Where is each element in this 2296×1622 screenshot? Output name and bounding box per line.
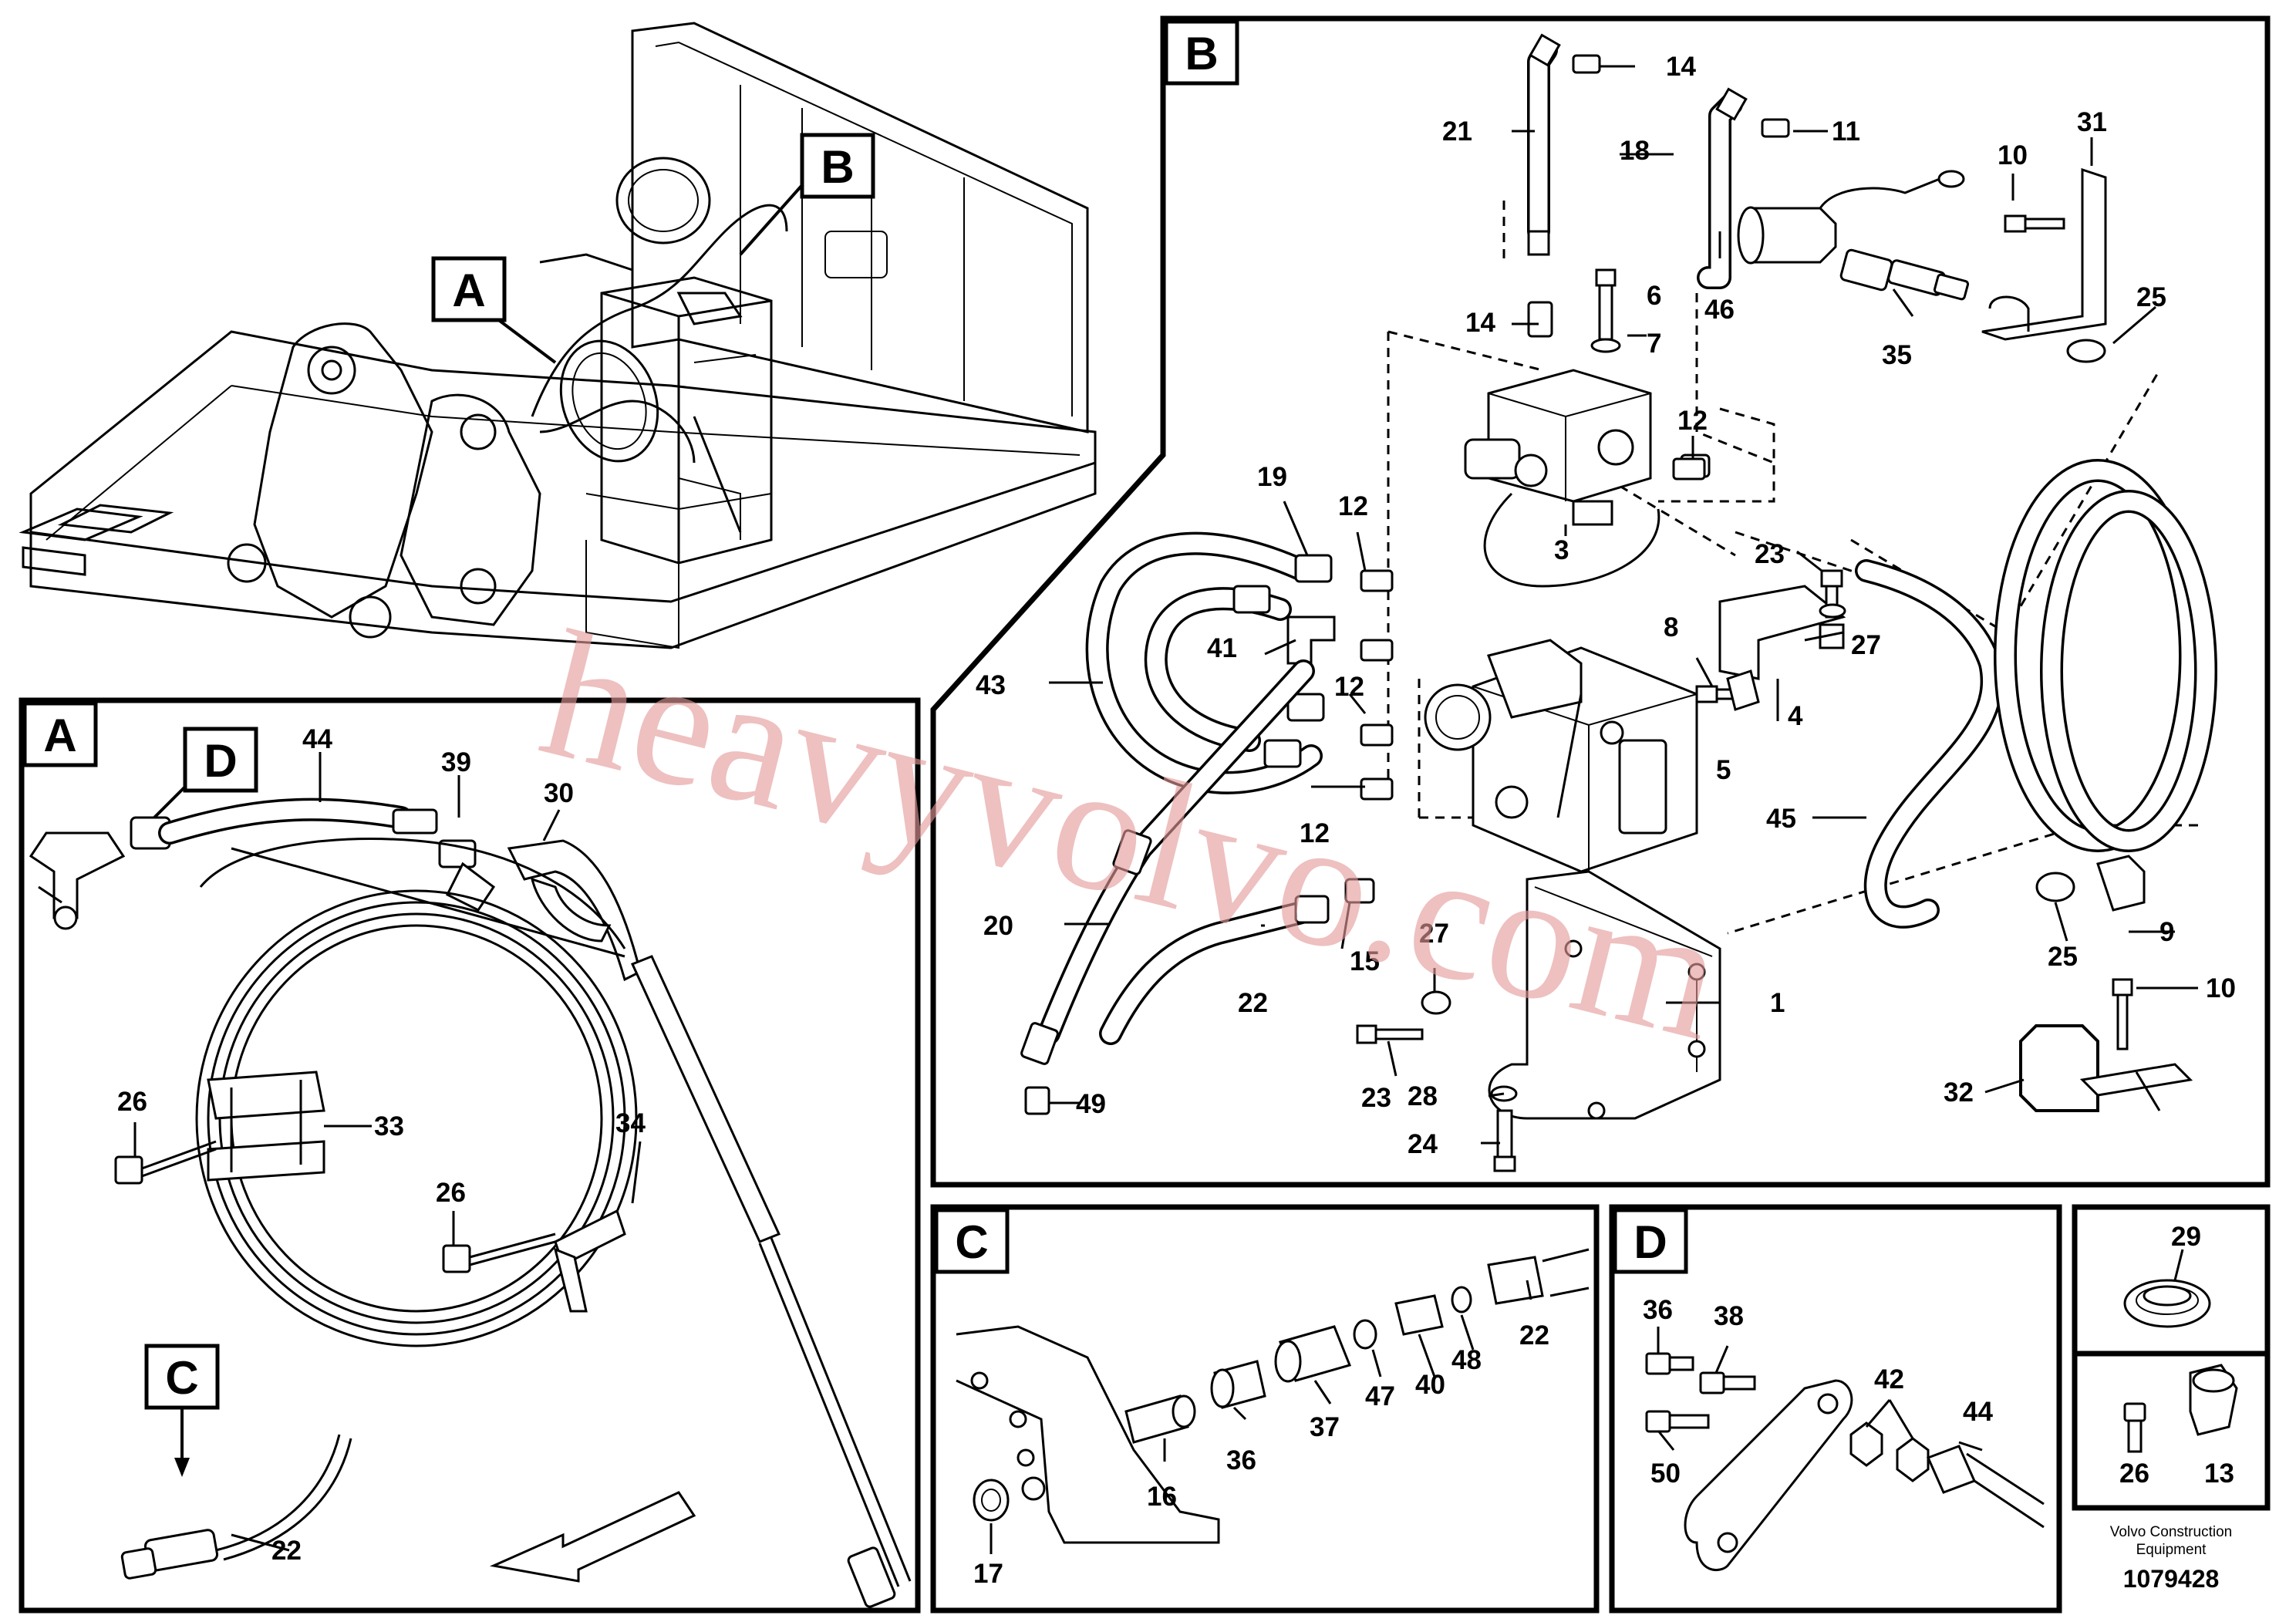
label-a-26-left: 26 [117,1087,147,1117]
label-a-33: 33 [374,1111,404,1141]
overview-callout-a: A [431,256,557,364]
label-b-31: 31 [2077,107,2107,137]
label-b-49: 49 [1076,1089,1106,1119]
label-d-36: 36 [1643,1295,1673,1325]
panel-a: A D C [19,697,921,1614]
label-b-23-right: 23 [1755,539,1785,569]
label-a-34: 34 [615,1108,646,1138]
label-a-30: 30 [544,778,574,808]
panel-c: C [930,1204,1600,1614]
label-b-12-valve: 12 [1677,406,1708,436]
label-b-10: 10 [2206,973,2236,1003]
label-b-6: 6 [1647,281,1661,311]
label-d-50: 50 [1650,1458,1681,1489]
labels-panel-b: 14 21 18 11 10 31 6 7 46 25 14 35 12 19 … [976,52,2236,1159]
label-side-29: 29 [2171,1222,2201,1252]
label-c-40: 40 [1415,1370,1445,1400]
panel-a-tag-d: D [204,735,237,787]
overview-callout-b: B [739,133,875,256]
label-b-20: 20 [983,911,1013,941]
label-b-3: 3 [1554,535,1569,565]
labels-panel-c: 22 48 40 47 37 36 16 17 [973,1320,1549,1589]
panel-c-tag: C [955,1216,988,1268]
label-b-1: 1 [1770,988,1785,1018]
publisher-line-1: Volvo Construction [2110,1524,2232,1540]
label-c-16: 16 [1147,1482,1177,1512]
label-b-18: 18 [1620,136,1650,166]
label-a-39: 39 [441,747,471,777]
overview-tag-a: A [452,265,485,316]
labels-panel-a: 44 39 30 26 33 34 26 22 [117,724,646,1566]
labels-side: 29 26 13 [2119,1222,2234,1489]
label-side-26: 26 [2119,1458,2149,1489]
label-b-11: 11 [1832,116,1860,147]
label-b-12-a: 12 [1338,491,1368,521]
label-b-25: 25 [2048,942,2078,972]
label-b-35: 35 [1882,340,1912,370]
label-a-26-right: 26 [436,1178,466,1208]
overview-machine-frame [19,22,1097,649]
label-a-44: 44 [302,724,332,754]
label-b-21: 21 [1442,116,1472,147]
label-d-42: 42 [1874,1364,1904,1394]
label-c-17: 17 [973,1559,1003,1589]
label-b-25-top: 25 [2136,282,2166,312]
label-d-44: 44 [1963,1397,1993,1427]
label-b-23: 23 [1361,1083,1391,1113]
footer-block: Volvo Construction Equipment 1079428 [2110,1524,2232,1593]
label-b-27-right: 27 [1851,630,1881,660]
label-b-41: 41 [1207,633,1237,663]
labels-panel-d: 36 38 42 44 50 [1643,1295,1993,1489]
label-b-8: 8 [1664,612,1678,642]
panel-b: B [930,15,2271,1188]
label-b-12-b: 12 [1334,672,1364,702]
label-c-36: 36 [1226,1445,1256,1475]
label-b-24: 24 [1408,1129,1438,1159]
label-a-22: 22 [271,1536,302,1566]
label-b-46: 46 [1704,295,1735,325]
label-side-13: 13 [2204,1458,2234,1489]
panel-d: D [1609,1204,2062,1614]
label-b-5: 5 [1716,755,1731,785]
overview-tag-b: B [821,141,854,193]
label-b-14-top: 14 [1666,52,1696,82]
label-b-7: 7 [1647,329,1661,359]
label-b-10-top: 10 [1998,140,2028,170]
label-b-22: 22 [1238,988,1268,1018]
label-b-19: 19 [1257,462,1287,492]
label-d-38: 38 [1714,1301,1744,1331]
publisher-line-2: Equipment [2136,1542,2207,1558]
panel-d-tag: D [1633,1216,1667,1268]
panel-b-tag: B [1185,28,1218,79]
label-b-28: 28 [1408,1081,1438,1111]
label-b-9: 9 [2159,917,2174,947]
label-b-12-c: 12 [1300,818,1330,848]
label-c-48: 48 [1451,1345,1482,1375]
label-c-37: 37 [1310,1412,1340,1442]
label-b-14: 14 [1465,308,1495,338]
label-b-27: 27 [1419,919,1449,949]
label-b-43: 43 [976,670,1006,700]
label-c-22: 22 [1519,1320,1549,1351]
panel-a-tag-c: C [165,1352,198,1404]
label-b-15: 15 [1350,946,1380,976]
drawing-number: 1079428 [2123,1565,2220,1593]
label-b-4: 4 [1788,701,1803,731]
label-b-32: 32 [1944,1077,1974,1108]
label-c-47: 47 [1365,1381,1395,1411]
panel-a-tag: A [43,710,76,761]
label-b-45: 45 [1766,804,1796,834]
panel-bolt-nut [2072,1351,2271,1511]
